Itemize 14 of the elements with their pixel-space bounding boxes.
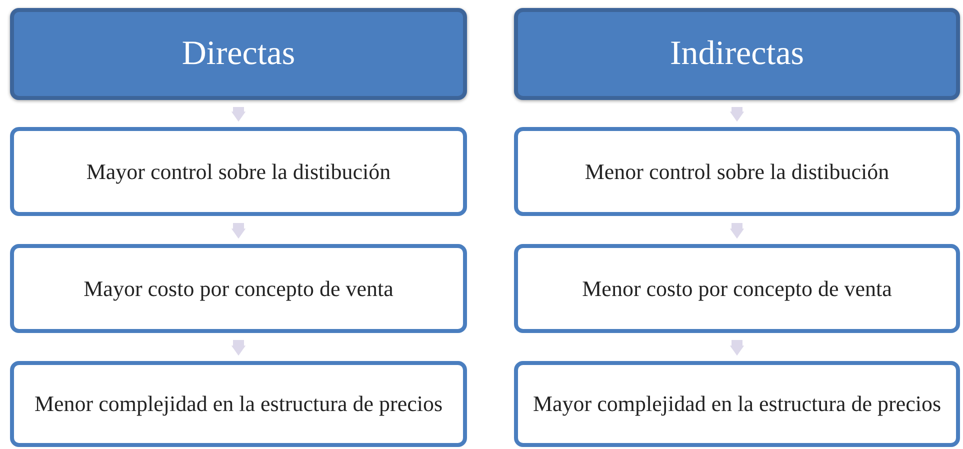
feature-box: Mayor control sobre la distibución: [10, 127, 467, 216]
feature-box: Menor control sobre la distibución: [514, 127, 960, 216]
connector-arrow: [231, 340, 246, 356]
connector-arrow: [730, 340, 744, 356]
feature-box: Mayor complejidad en la estructura de precios: [514, 361, 960, 447]
feature-box: Menor complejidad en la estructura de precios: [10, 361, 467, 447]
feature-box: Mayor costo por concepto de venta: [10, 244, 467, 333]
connector-arrow: [730, 107, 744, 122]
connector-arrow: [231, 223, 246, 239]
connector-arrow: [231, 107, 246, 122]
feature-box: Menor costo por concepto de venta: [514, 244, 960, 333]
category-header: Indirectas: [514, 8, 960, 100]
connector-arrow: [730, 223, 744, 239]
category-header: Directas: [10, 8, 467, 100]
